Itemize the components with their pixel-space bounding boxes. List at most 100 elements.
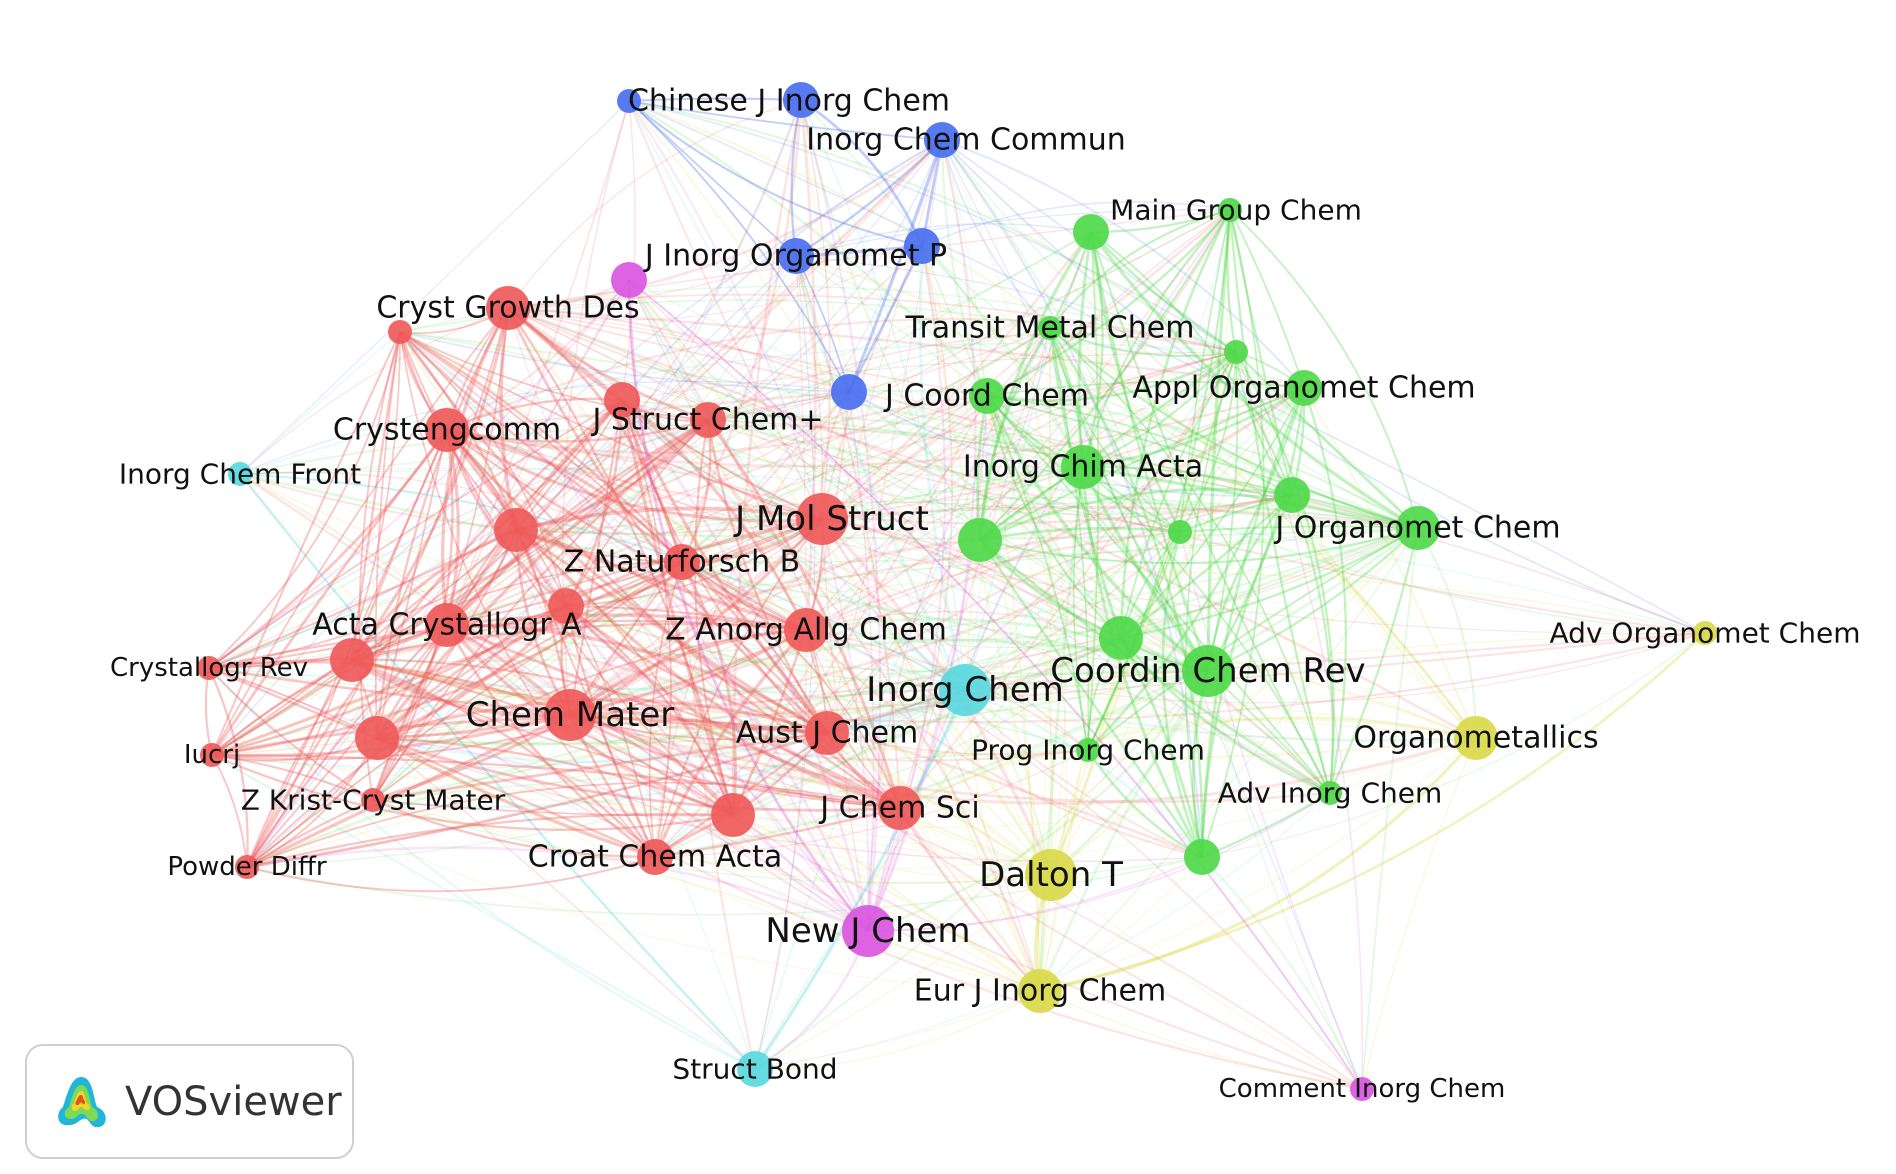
edge-transit-metal-chem-unlabeled-green-3 — [978, 327, 1052, 541]
node-transit-metal-chem[interactable] — [1038, 316, 1062, 340]
node-j-mol-struct[interactable] — [796, 493, 848, 545]
node-unlabeled-green-1[interactable] — [1073, 214, 1109, 250]
node-adv-organomet-chem[interactable] — [1693, 621, 1717, 645]
node-unlabeled-red-7[interactable] — [711, 793, 755, 837]
edge-unlabeled-blue-1-unlabeled-red-7 — [731, 99, 803, 816]
node-inorg-chem[interactable] — [939, 664, 991, 716]
node-unlabeled-green-5[interactable] — [1099, 616, 1143, 660]
edge-crystengcomm-unlabeled-green-5 — [446, 428, 1122, 639]
edge-cryst-growth-des-acta-crystallogr-a — [441, 307, 510, 626]
node-unlabeled-green-2[interactable] — [1224, 340, 1248, 364]
node-unlabeled-green-6[interactable] — [1274, 477, 1310, 513]
node-unlabeled-blue-2[interactable] — [904, 228, 940, 264]
edge-z-anorg-allg-chem-struct-bond — [754, 629, 807, 1070]
node-j-coord-chem[interactable] — [969, 378, 1005, 414]
node-eur-j-inorg-chem[interactable] — [1018, 969, 1062, 1013]
label-main-group-chem: Main Group Chem — [1110, 194, 1362, 227]
edge-appl-organomet-chem-dalton-t — [1049, 387, 1306, 876]
edge-appl-organomet-chem-unlabeled-red-1 — [399, 299, 1305, 389]
node-unlabeled-green-7[interactable] — [1184, 839, 1220, 875]
node-main-group-chem[interactable] — [1218, 198, 1242, 222]
edge-chem-mater-adv-inorg-chem — [569, 713, 1331, 804]
edge-j-inorg-organomet-p-j-mol-struct — [795, 255, 824, 520]
edge-z-naturforsch-b-unlabeled-red-1 — [399, 331, 683, 563]
node-unlabeled-red-6[interactable] — [355, 716, 399, 760]
node-unlabeled-blue-3[interactable] — [831, 374, 867, 410]
edge-transit-metal-chem-prog-inorg-chem — [1049, 327, 1090, 751]
edge-chinese-j-inorg-chem-j-mol-struct — [628, 100, 823, 520]
edge-appl-organomet-chem-unlabeled-green-7 — [1200, 387, 1306, 858]
node-prog-inorg-chem[interactable] — [1076, 738, 1100, 762]
label-croat-chem-acta: Croat Chem Acta — [528, 840, 782, 875]
node-unlabeled-green-3[interactable] — [958, 518, 1002, 562]
node-adv-inorg-chem[interactable] — [1318, 781, 1342, 805]
node-z-anorg-allg-chem[interactable] — [784, 608, 828, 652]
node-chinese-j-inorg-chem[interactable] — [617, 89, 641, 113]
node-powder-diffr[interactable] — [235, 855, 259, 879]
node-j-inorg-organomet-p[interactable] — [778, 238, 814, 274]
node-unlabeled-red-5[interactable] — [330, 638, 374, 682]
edge-crystengcomm-unlabeled-magenta-1 — [446, 279, 630, 431]
node-unlabeled-blue-1[interactable] — [783, 82, 819, 118]
node-organometallics[interactable] — [1454, 716, 1498, 760]
edge-eur-j-inorg-chem-unlabeled-red-1 — [399, 331, 1041, 992]
edge-unlabeled-red-1-unlabeled-red-4 — [399, 331, 567, 607]
edge-adv-inorg-chem-unlabeled-green-5 — [1119, 637, 1331, 795]
node-unlabeled-red-4[interactable] — [548, 588, 584, 624]
edge-inorg-chem-front-chem-mater — [239, 473, 571, 716]
edge-inorg-chem-commun-transit-metal-chem — [941, 139, 1051, 329]
edge-j-coord-chem-chem-mater — [569, 395, 988, 716]
node-crystengcomm[interactable] — [425, 408, 469, 452]
node-comment-inorg-chem[interactable] — [1350, 1077, 1374, 1101]
node-z-krist-cryst-mater[interactable] — [361, 788, 385, 812]
edge-powder-diffr-unlabeled-green-5 — [246, 637, 1122, 868]
node-inorg-chem-commun[interactable] — [924, 122, 960, 158]
node-j-chem-sci[interactable] — [878, 786, 922, 830]
edge-inorg-chem-commun-appl-organomet-chem — [941, 139, 1305, 389]
edge-crystengcomm-croat-chem-acta — [446, 429, 656, 858]
edge-inorg-chem-commun-j-inorg-organomet-p — [795, 139, 943, 258]
node-aust-j-chem[interactable] — [805, 711, 849, 755]
node-inorg-chim-acta[interactable] — [1061, 445, 1105, 489]
node-croat-chem-acta[interactable] — [637, 839, 673, 875]
edge-crystengcomm-unlabeled-red-6 — [376, 429, 448, 739]
node-appl-organomet-chem[interactable] — [1286, 370, 1322, 406]
edge-j-coord-chem-crystallogr-rev — [208, 395, 988, 669]
edge-cryst-growth-des-unlabeled-blue-2 — [507, 245, 923, 321]
edge-j-chem-sci-unlabeled-green-2 — [899, 351, 1237, 809]
edge-crystengcomm-aust-j-chem — [445, 428, 828, 735]
node-unlabeled-red-2[interactable] — [604, 382, 640, 418]
edge-acta-crystallogr-a-aust-j-chem — [446, 623, 828, 735]
node-unlabeled-magenta-1[interactable] — [611, 262, 647, 298]
edge-inorg-chim-acta-adv-organomet-chem — [1082, 466, 1706, 634]
node-crystallogr-rev[interactable] — [197, 656, 221, 680]
node-unlabeled-red-1[interactable] — [388, 320, 412, 344]
edge-iucrj-struct-bond — [211, 754, 756, 1070]
node-inorg-chem-front[interactable] — [228, 462, 252, 486]
node-acta-crystallogr-a[interactable] — [425, 603, 469, 647]
node-struct-bond[interactable] — [737, 1051, 773, 1087]
node-j-struct-chem[interactable] — [690, 402, 726, 438]
edge-crystallogr-rev-unlabeled-red-2 — [208, 399, 623, 669]
edge-adv-organomet-chem-chem-mater — [569, 631, 1706, 717]
node-coordin-chem-rev[interactable] — [1182, 645, 1234, 697]
node-iucrj[interactable] — [200, 743, 224, 767]
label-inorg-chem: Inorg Chem — [866, 670, 1063, 710]
node-cryst-growth-des[interactable] — [486, 286, 530, 330]
edge-eur-j-inorg-chem-comment-inorg-chem — [1039, 990, 1363, 1090]
edge-chinese-j-inorg-chem-dalton-t — [628, 100, 1052, 876]
edge-j-chem-sci-powder-diffr — [246, 781, 901, 868]
node-j-organomet-chem[interactable] — [1396, 506, 1440, 550]
edge-transit-metal-chem-organometallics — [1049, 327, 1477, 739]
node-chem-mater[interactable] — [544, 689, 596, 741]
node-dalton-t[interactable] — [1025, 849, 1077, 901]
node-new-j-chem[interactable] — [842, 905, 894, 957]
edge-j-inorg-organomet-p-organometallics — [795, 254, 1478, 739]
node-z-naturforsch-b[interactable] — [664, 544, 700, 580]
edge-z-naturforsch-b-new-j-chem — [680, 561, 869, 932]
edge-inorg-chem-organometallics — [964, 689, 1477, 742]
node-unlabeled-green-4[interactable] — [1168, 520, 1192, 544]
node-unlabeled-red-3[interactable] — [494, 508, 538, 552]
